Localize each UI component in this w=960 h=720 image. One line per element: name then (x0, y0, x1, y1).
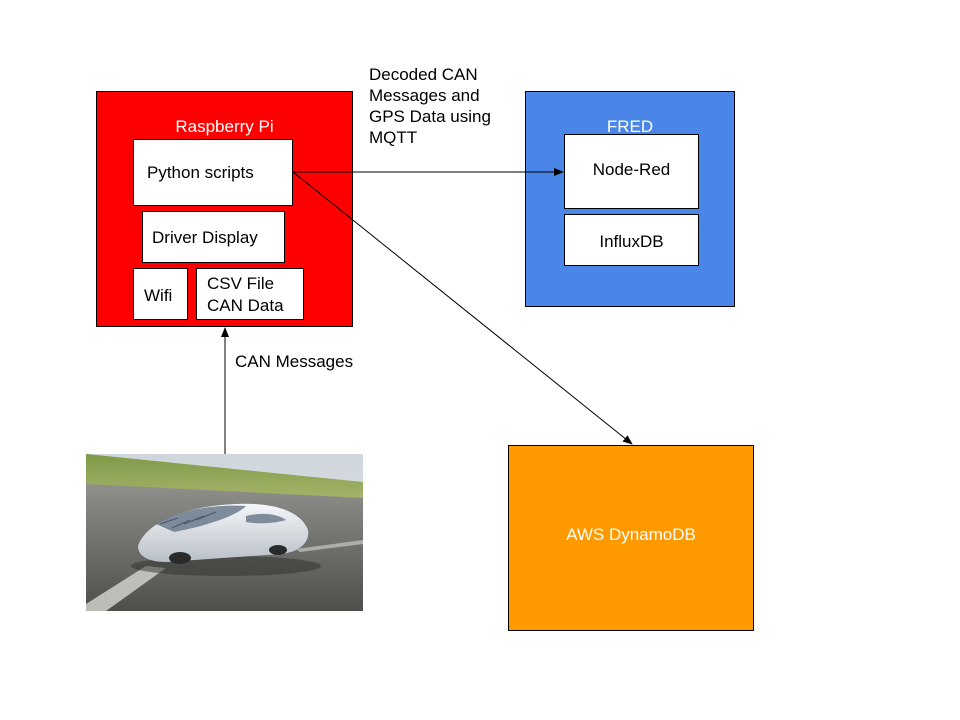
python-scripts-box: Python scripts (133, 139, 293, 206)
mqtt-label-line3: GPS Data using (369, 107, 491, 126)
mqtt-label-line1: Decoded CAN (369, 65, 478, 84)
mqtt-label-line4: MQTT (369, 128, 418, 147)
csv-file-label: CSV File (207, 274, 275, 293)
node-red-label: Node-Red (592, 160, 671, 179)
csv-file-box: CSV File CAN Data (196, 268, 304, 320)
influxdb-box: InfluxDB (564, 214, 699, 266)
solar-car-image (86, 454, 363, 611)
influxdb-label: InfluxDB (599, 232, 664, 251)
can-data-label: CAN Data (207, 296, 284, 315)
raspberry-pi-title: Raspberry Pi (175, 117, 274, 136)
aws-dynamodb-title: AWS DynamoDB (566, 525, 696, 544)
node-red-box: Node-Red (564, 134, 699, 209)
fred-title: FRED (606, 117, 654, 136)
driver-display-box: Driver Display (142, 211, 285, 263)
arrow-to-aws-dynamodb (292, 171, 633, 445)
driver-display-label: Driver Display (152, 228, 258, 247)
python-scripts-label: Python scripts (147, 163, 254, 182)
aws-dynamodb-box: AWS DynamoDB (508, 445, 754, 631)
mqtt-edge-label: Decoded CAN Messages and GPS Data using … (369, 64, 519, 148)
can-messages-label: CAN Messages (235, 352, 354, 371)
mqtt-label-line2: Messages and (369, 86, 480, 105)
wifi-label: Wifi (144, 286, 173, 305)
wifi-box: Wifi (133, 268, 188, 320)
